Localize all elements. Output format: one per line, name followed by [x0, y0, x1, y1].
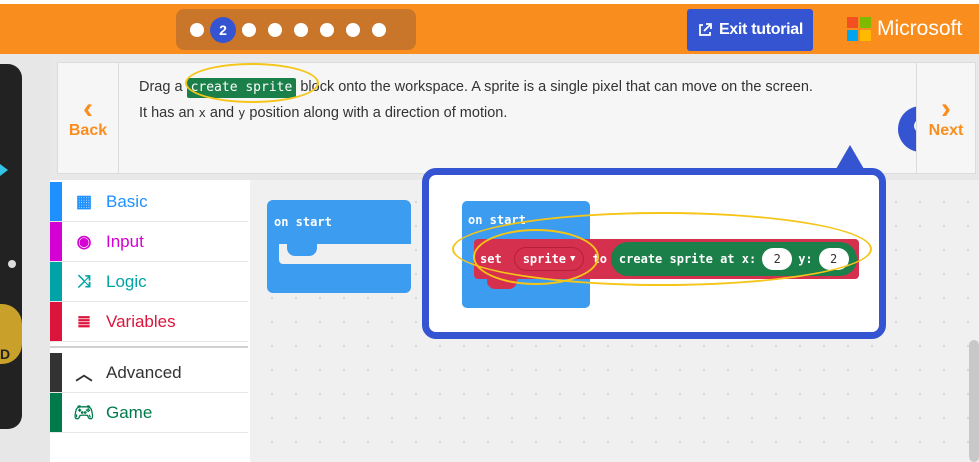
- category-color-bar: [50, 262, 62, 301]
- step-dot-3[interactable]: [242, 22, 256, 37]
- list-icon: ≣: [76, 311, 92, 331]
- step-dot-8[interactable]: [372, 22, 386, 37]
- back-button[interactable]: ‹ Back: [57, 62, 119, 174]
- simulator-panel: D: [0, 54, 50, 462]
- step-dot-7[interactable]: [346, 22, 360, 37]
- category-color-bar: [50, 393, 62, 432]
- code-x: x: [198, 106, 206, 120]
- shuffle-icon: ⤨: [77, 271, 91, 291]
- step-dot-6[interactable]: [320, 22, 334, 37]
- device-led: [8, 260, 16, 268]
- category-advanced[interactable]: ︿ Advanced: [50, 353, 248, 393]
- next-label: Next: [928, 122, 964, 139]
- code-y: y: [238, 106, 246, 120]
- step-current[interactable]: 2: [210, 16, 236, 43]
- device-button[interactable]: [0, 304, 22, 364]
- category-variables[interactable]: ≣ Variables: [50, 302, 248, 342]
- target-icon: ◉: [76, 231, 92, 251]
- category-label: Input: [106, 231, 144, 251]
- step-dot-5[interactable]: [294, 22, 308, 37]
- step-dot-1[interactable]: [190, 22, 204, 37]
- next-button[interactable]: › Next: [916, 62, 976, 174]
- microbit-device[interactable]: [0, 64, 22, 429]
- category-color-bar: [50, 182, 62, 221]
- microsoft-logo[interactable]: Microsoft: [847, 17, 962, 41]
- category-game[interactable]: 🎮︎ Game: [50, 393, 248, 433]
- highlight-oval-small: [473, 229, 599, 285]
- category-label: Game: [106, 402, 153, 422]
- highlight-oval-large: [452, 212, 872, 286]
- instruction-text-4: position along with a direction of motio…: [249, 105, 508, 121]
- category-label: Basic: [106, 191, 148, 211]
- header-bar: [0, 4, 979, 54]
- on-start-label: on start: [274, 215, 332, 229]
- hint-popover[interactable]: on start set sprite ▼ to create sprite a…: [422, 168, 886, 339]
- brand-name: Microsoft: [877, 17, 963, 40]
- category-label: Advanced: [106, 362, 182, 382]
- category-label: Variables: [106, 311, 176, 331]
- external-link-icon: [699, 23, 712, 36]
- gamepad-icon: 🎮︎: [73, 402, 95, 422]
- on-start-block[interactable]: on start: [267, 200, 411, 293]
- workspace-scrollbar[interactable]: [969, 340, 979, 462]
- tutorial-step-indicator: 2: [176, 9, 416, 50]
- block-notch: [287, 244, 317, 256]
- category-input[interactable]: ◉ Input: [50, 222, 248, 262]
- example-block-notch: [487, 279, 517, 289]
- toolbox-divider: [50, 346, 248, 348]
- exit-tutorial-button[interactable]: Exit tutorial: [687, 9, 813, 51]
- device-label: D: [0, 346, 11, 362]
- chevron-up-icon: ︿: [75, 365, 93, 384]
- device-arrow-icon: [0, 164, 8, 176]
- chevron-left-icon: ‹: [83, 92, 93, 125]
- instruction-text-2: block onto the workspace. A sprite is a …: [139, 79, 813, 121]
- instruction-text-3: and: [209, 105, 235, 121]
- toolbox: ▦ Basic ◉ Input ⤨ Logic ≣ Variables ︿ Ad…: [50, 180, 250, 462]
- grid-icon: ▦: [75, 191, 93, 211]
- category-color-bar: [50, 353, 62, 392]
- category-color-bar: [50, 302, 62, 341]
- hint-pointer: [836, 145, 864, 169]
- exit-tutorial-label: Exit tutorial: [718, 21, 804, 38]
- category-basic[interactable]: ▦ Basic: [50, 182, 248, 222]
- category-color-bar: [50, 222, 62, 261]
- instruction-text: Drag a: [139, 79, 183, 95]
- category-label: Logic: [106, 271, 147, 291]
- category-logic[interactable]: ⤨ Logic: [50, 262, 248, 302]
- highlight-circle: [185, 63, 319, 103]
- back-label: Back: [68, 122, 108, 139]
- chevron-right-icon: ›: [941, 92, 951, 125]
- microsoft-logo-icon: [847, 17, 871, 41]
- step-dot-4[interactable]: [268, 22, 282, 37]
- top-strip: [0, 0, 979, 4]
